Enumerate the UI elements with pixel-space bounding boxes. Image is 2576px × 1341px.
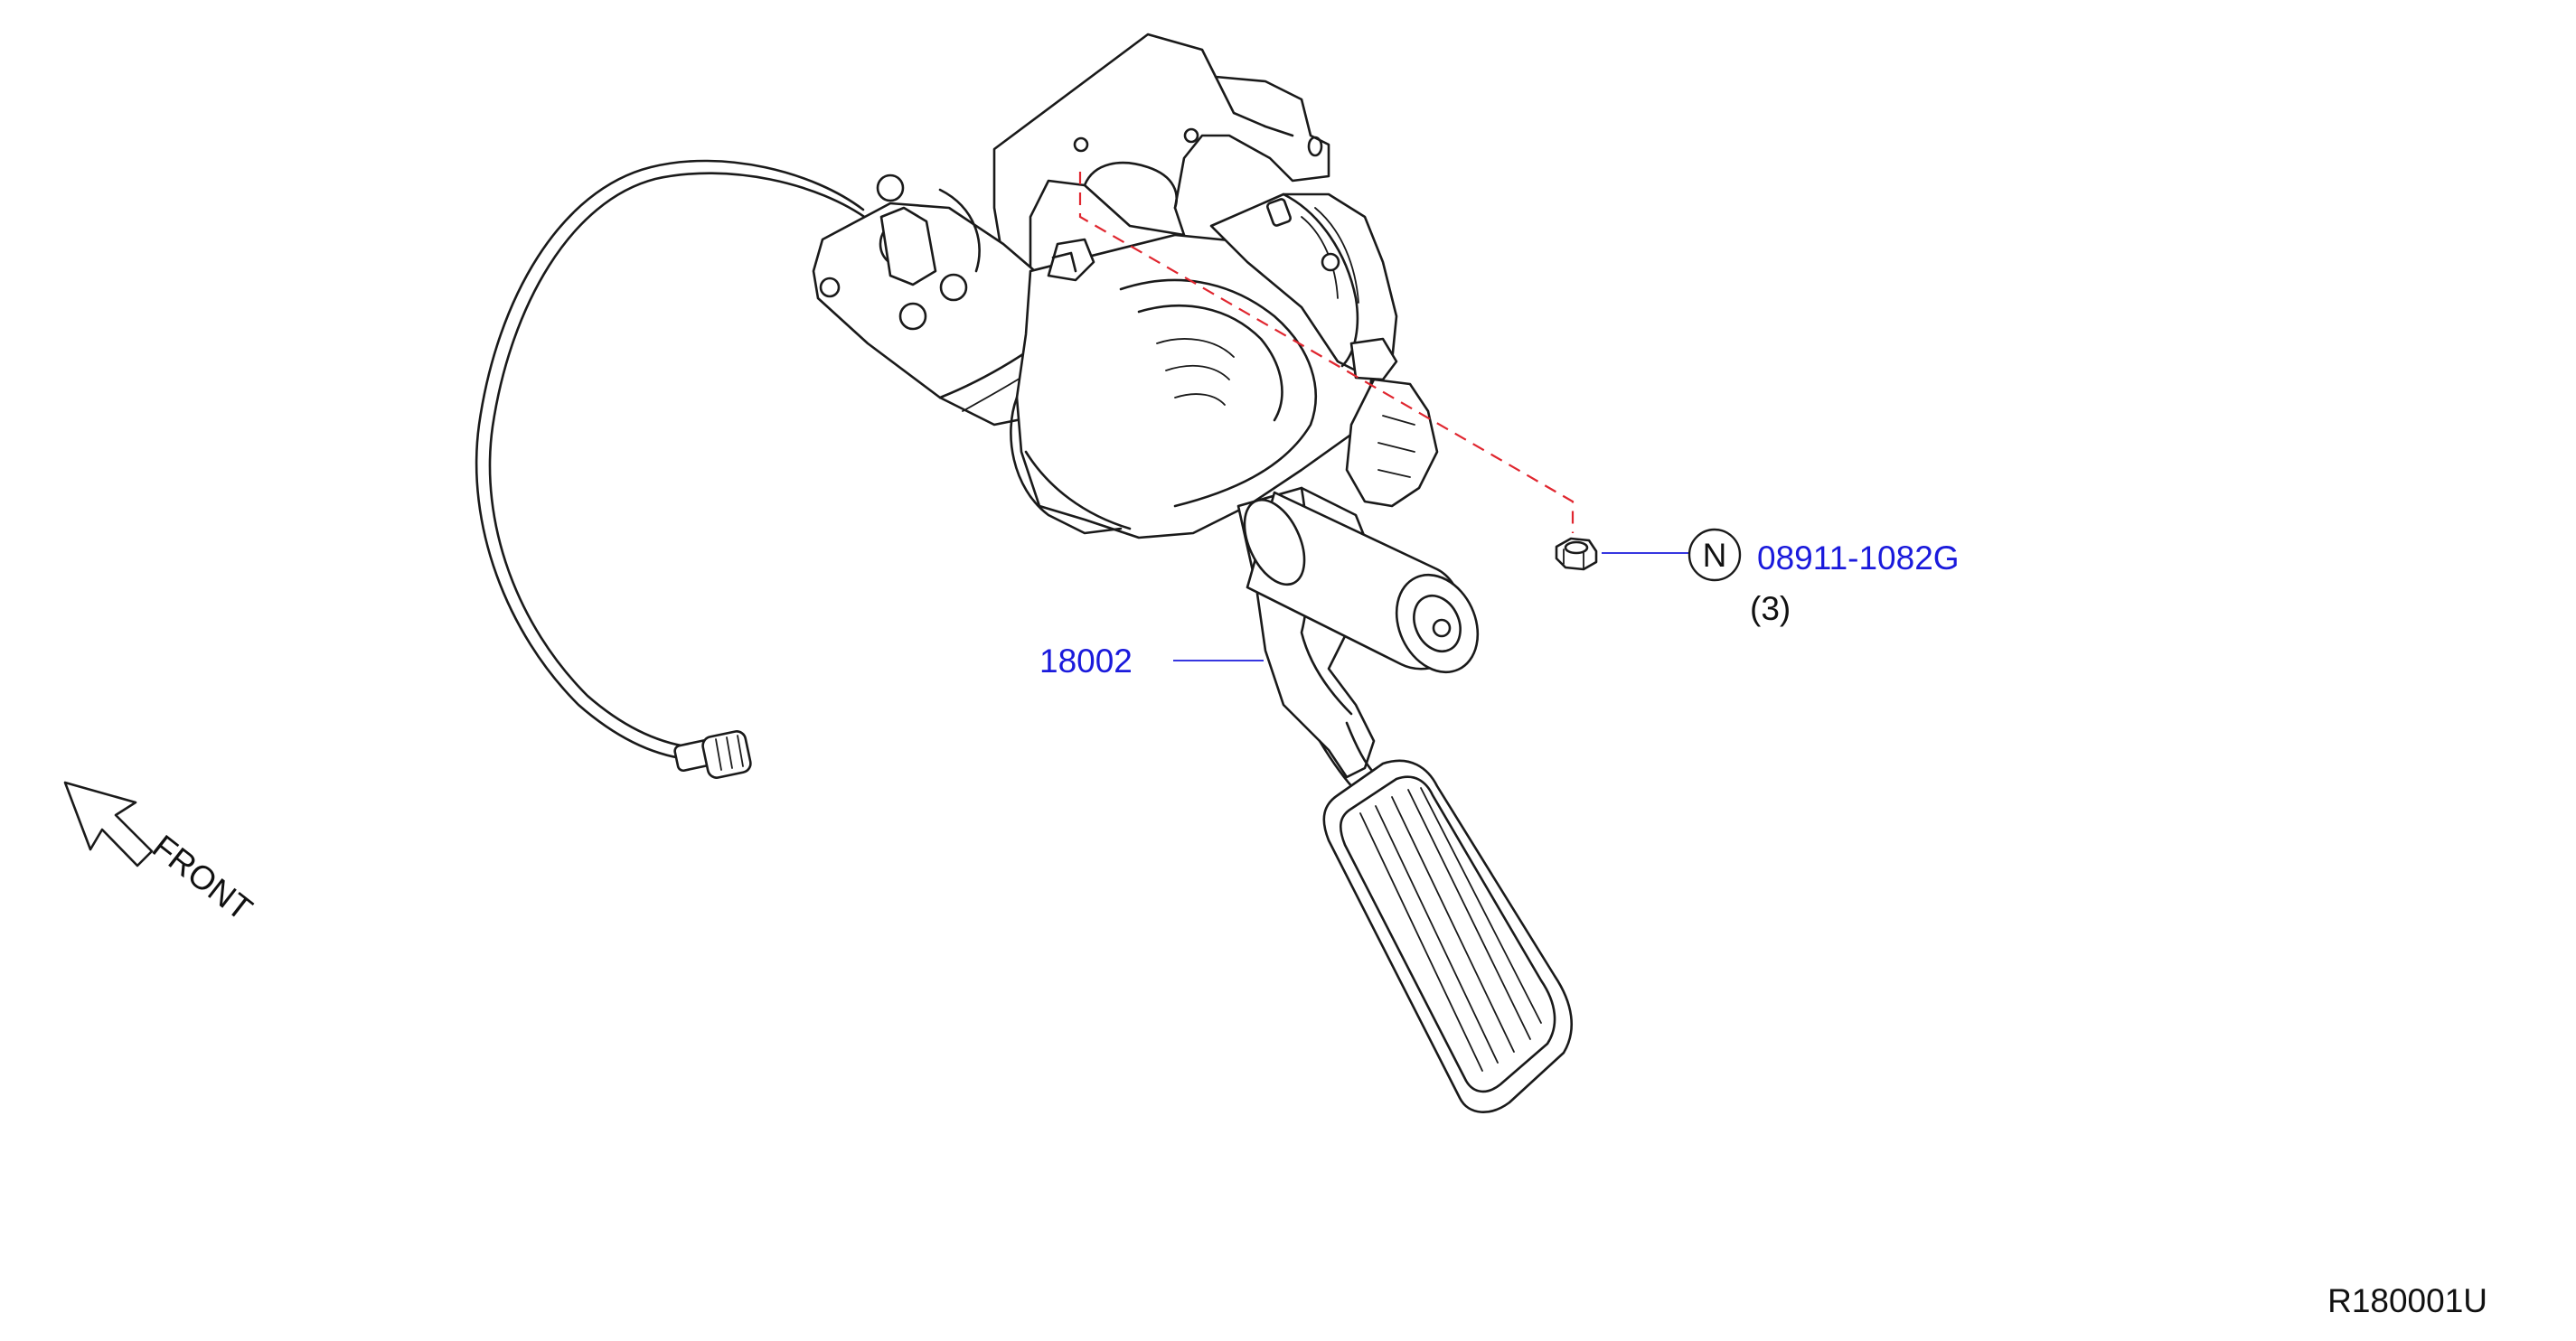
spring-housing <box>1209 192 1439 508</box>
front-arrow-icon <box>63 781 154 867</box>
pivot-tube <box>1243 491 1480 674</box>
harness-connector <box>673 730 752 779</box>
figure-code: R180001U <box>2327 1282 2487 1319</box>
nut-part-number[interactable]: 08911-1082G <box>1757 539 1960 577</box>
nut-symbol-circle <box>1688 528 1742 582</box>
nut-quantity: (3) <box>1750 590 1791 627</box>
harness-cable <box>475 159 871 761</box>
front-label: FRONT <box>146 828 259 928</box>
accelerator-pedal-pad <box>1318 721 1574 1113</box>
hex-nut <box>1555 537 1598 571</box>
mounting-bracket <box>992 33 1330 273</box>
pedal-part-number[interactable]: 18002 <box>1039 642 1133 680</box>
mounting-hidden-line <box>1078 172 1575 533</box>
nut-symbol: N <box>1703 537 1727 574</box>
